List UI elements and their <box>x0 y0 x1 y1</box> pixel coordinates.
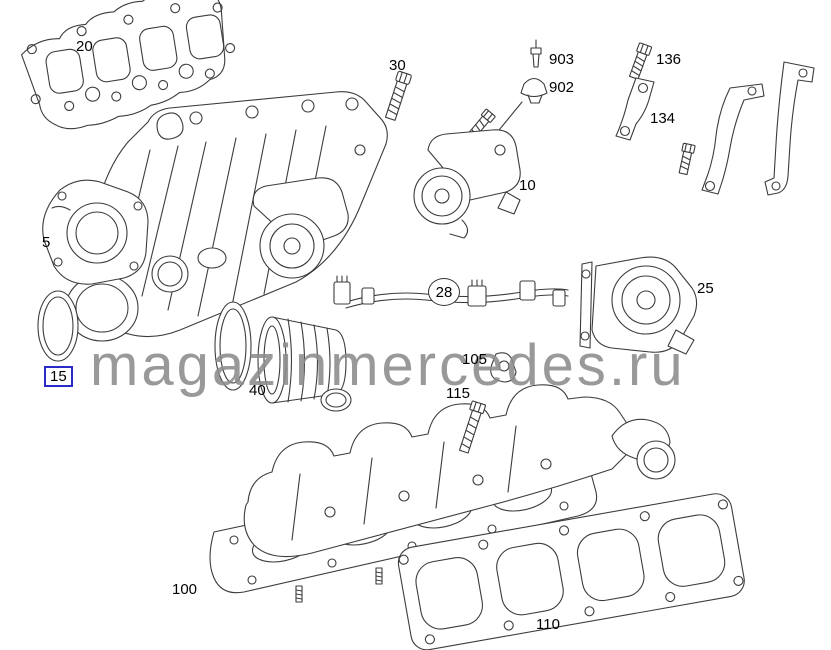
egr-valve-25-drawing <box>579 256 698 355</box>
bracket-middle-drawing <box>701 83 765 195</box>
part-label-115[interactable]: 115 <box>446 385 470 402</box>
bolt-unlabeled-b-drawing <box>678 142 696 176</box>
part-label-20[interactable]: 20 <box>76 38 93 55</box>
part-label-902[interactable]: 902 <box>549 79 575 96</box>
corrugated-hose-40-drawing <box>257 316 352 412</box>
part-label-110[interactable]: 110 <box>536 616 560 633</box>
part-label-136[interactable]: 136 <box>656 51 682 68</box>
sensor-902-icon <box>520 77 548 104</box>
part-label-30[interactable]: 30 <box>389 57 406 74</box>
part-label-25[interactable]: 25 <box>697 280 714 297</box>
actuator-10-drawing <box>413 129 521 239</box>
gasket-20-drawing <box>21 0 236 130</box>
sensor-903-icon <box>530 39 542 68</box>
part-label-903[interactable]: 903 <box>549 51 575 68</box>
seal-ring-15-drawing <box>37 290 79 362</box>
clamp-105-drawing <box>490 352 517 383</box>
part-label-105[interactable]: 105 <box>462 351 488 368</box>
part-label-40[interactable]: 40 <box>249 382 266 399</box>
gasket-110-drawing <box>397 493 745 650</box>
bolt-115-drawing <box>458 400 487 454</box>
intake-manifold-lower-drawing <box>209 384 676 603</box>
bolt-30-drawing <box>384 70 412 121</box>
part-label-134[interactable]: 134 <box>650 110 676 127</box>
part-label-5[interactable]: 5 <box>42 234 51 251</box>
part-label-10[interactable]: 10 <box>519 177 536 194</box>
part-label-15-selected[interactable]: 15 <box>44 366 73 387</box>
bolt-136-drawing <box>628 42 653 80</box>
bracket-right-drawing <box>764 61 815 196</box>
seal-ring-40-drawing <box>214 301 252 391</box>
part-label-100[interactable]: 100 <box>172 581 198 598</box>
housing-5-drawing <box>42 179 149 285</box>
bracket-134-drawing <box>615 77 655 141</box>
intake-manifold-upper-drawing <box>65 91 388 342</box>
part-label-28[interactable]: 28 <box>428 278 460 306</box>
wiring-harness-28-drawing <box>333 275 569 309</box>
